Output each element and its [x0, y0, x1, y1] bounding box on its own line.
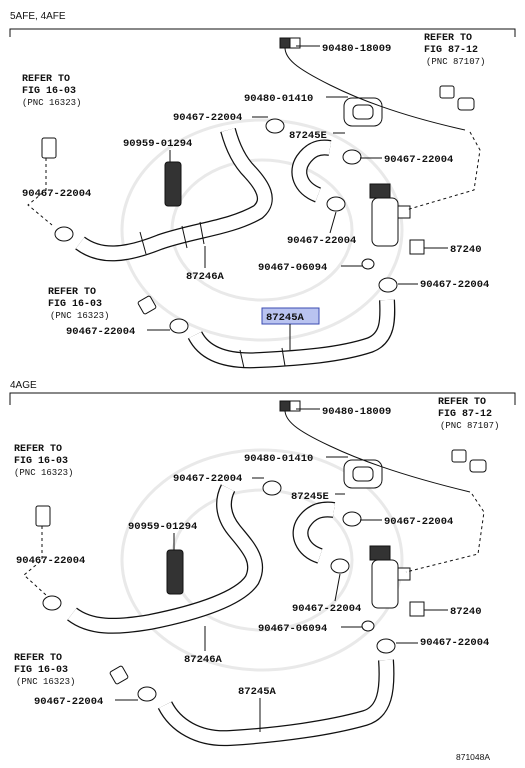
- label-87245a: 87245A: [238, 686, 277, 698]
- label-90467-22004: 90467-22004: [384, 516, 453, 528]
- control-cable: [284, 41, 466, 131]
- ref-fig8712-line1: REFER TO: [424, 33, 472, 44]
- control-cable: [284, 404, 471, 493]
- ref-fig8712-line2: FIG 87-12: [424, 45, 478, 56]
- pipe-fitting-icon: [469, 459, 487, 473]
- label-90959-01294: 90959-01294: [123, 138, 192, 150]
- label-90467-22004: 90467-22004: [292, 603, 361, 615]
- pipe-fitting-icon: [439, 85, 455, 99]
- label-90467-22004: 90467-22004: [420, 279, 489, 291]
- hose-clamp-icon: [262, 480, 282, 496]
- ref-fig1603-line2: FIG 16-03: [22, 86, 76, 97]
- ref-fig1603-lower-pnc: (PNC 16323): [50, 311, 109, 321]
- label-90467-22004: 90467-22004: [173, 473, 242, 485]
- ref-fig1603-lower-pnc: (PNC 16323): [16, 677, 75, 687]
- label-90467-06094: 90467-06094: [258, 623, 327, 635]
- label-90959-01294: 90959-01294: [128, 521, 197, 533]
- hose-clamp-icon: [326, 196, 346, 212]
- hose-clamp-icon: [169, 318, 189, 334]
- ref-fig1603-line1: REFER TO: [14, 444, 62, 455]
- clip-icon: [361, 258, 375, 270]
- label-87246a: 87246A: [186, 271, 225, 283]
- hose-clamp-icon: [265, 118, 285, 134]
- grommet-icon: [164, 161, 182, 207]
- pipe-fitting-icon: [41, 137, 57, 159]
- ref-fig1603-lower-line2: FIG 16-03: [14, 665, 68, 676]
- section-bottom: 4AGE REFER TO FIG 16-03 (PNC 16323) REFE…: [9, 380, 516, 747]
- ref-fig1603-lower-line2: FIG 16-03: [48, 299, 102, 310]
- label-90467-22004: 90467-22004: [420, 637, 489, 649]
- pipe-fitting-icon: [137, 295, 157, 315]
- ref-fig8712-line2: FIG 87-12: [438, 409, 492, 420]
- hose-87245e: [291, 139, 332, 203]
- hose-87245a: [187, 299, 396, 369]
- label-87240: 87240: [450, 244, 482, 256]
- label-87245a-highlighted[interactable]: 87245A: [266, 312, 305, 324]
- label-90480-01410: 90480-01410: [244, 453, 313, 465]
- label-90480-18009: 90480-18009: [322, 406, 391, 418]
- water-valve-icon: [369, 183, 425, 255]
- label-87246a: 87246A: [184, 654, 223, 666]
- label-90467-22004: 90467-22004: [287, 235, 356, 247]
- label-87245e: 87245E: [291, 491, 329, 503]
- hose-clamp-icon: [342, 511, 362, 527]
- clip-icon: [361, 620, 375, 632]
- ref-fig1603-line1: REFER TO: [22, 74, 70, 85]
- label-90467-22004: 90467-22004: [16, 555, 85, 567]
- pipe-fitting-icon: [457, 97, 475, 111]
- hose-clamp-icon: [42, 595, 62, 611]
- pipe-fitting-icon: [35, 505, 51, 527]
- hose-clamp-icon: [54, 226, 74, 242]
- pipe-fitting-icon: [109, 665, 129, 685]
- hose-87245a-bottom: [157, 659, 395, 747]
- hose-87246a-bottom: [67, 484, 264, 634]
- section-bracket-bottom: [9, 392, 516, 405]
- hose-87246a: [75, 127, 273, 262]
- label-90467-22004: 90467-22004: [384, 154, 453, 166]
- pipe-fitting-icon: [451, 449, 467, 463]
- water-valve-icon: [369, 545, 425, 617]
- label-90480-01410: 90480-01410: [244, 93, 313, 105]
- label-90480-18009: 90480-18009: [322, 43, 391, 55]
- section-title-top: 5AFE, 4AFE: [10, 11, 66, 22]
- grommet-icon: [166, 549, 184, 595]
- ref-fig1603-lower-line1: REFER TO: [48, 287, 96, 298]
- hose-clamp-icon: [330, 558, 350, 574]
- hose-clamp-icon: [342, 149, 362, 165]
- label-87245e: 87245E: [289, 130, 327, 142]
- hose-clamp-icon: [378, 277, 398, 293]
- label-90467-22004: 90467-22004: [173, 112, 242, 124]
- label-90467-22004: 90467-22004: [34, 696, 103, 708]
- ref-fig8712-pnc: (PNC 87107): [440, 421, 499, 431]
- ref-fig1603-line2: FIG 16-03: [14, 456, 68, 467]
- ref-fig1603-pnc: (PNC 16323): [14, 468, 73, 478]
- label-90467-06094: 90467-06094: [258, 262, 327, 274]
- label-90467-22004: 90467-22004: [66, 326, 135, 338]
- hose-87245e-bottom: [292, 501, 336, 564]
- label-87240: 87240: [450, 606, 482, 618]
- section-bracket-top: [9, 28, 516, 37]
- ref-fig8712-pnc: (PNC 87107): [426, 57, 485, 67]
- ref-fig8712-line1: REFER TO: [438, 397, 486, 408]
- hose-clamp-icon: [376, 638, 396, 654]
- section-title-bottom: 4AGE: [10, 380, 37, 391]
- diagram-code: 871048A: [456, 752, 490, 762]
- hose-clamp-icon: [137, 686, 157, 702]
- ref-fig1603-pnc: (PNC 16323): [22, 98, 81, 108]
- ref-fig1603-lower-line1: REFER TO: [14, 653, 62, 664]
- section-top: 5AFE, 4AFE REFER TO FIG 16-03 (PNC 16323…: [9, 11, 516, 369]
- label-90467-22004: 90467-22004: [22, 188, 91, 200]
